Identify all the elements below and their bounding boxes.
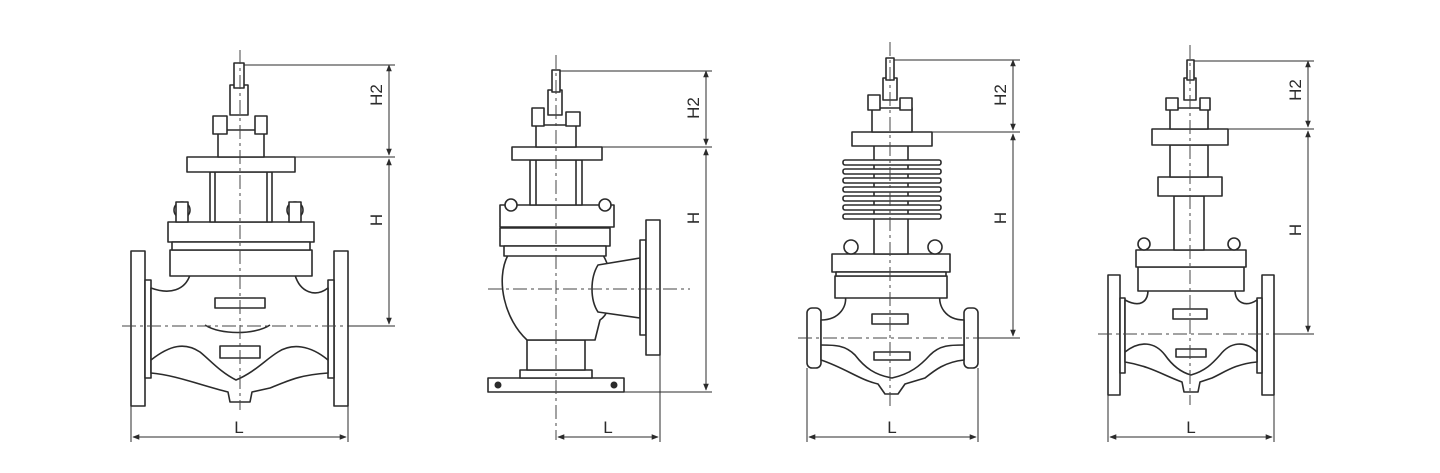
dimension-label-l: L — [234, 418, 243, 437]
dimension-label-h: H — [684, 212, 703, 224]
dimension-label-l: L — [887, 418, 896, 437]
dimension-label-l: L — [1186, 418, 1195, 437]
valve-view-1: H2 H L — [122, 50, 395, 442]
dimension-label-h2: H2 — [367, 84, 386, 106]
dimension-label-h: H — [367, 214, 386, 226]
dimension-label-h2: H2 — [991, 84, 1010, 106]
valve-view-2: H2 H L — [487, 55, 712, 442]
valve-view-4: H2 H L — [1098, 45, 1314, 442]
dimension-label-h: H — [1286, 224, 1305, 236]
cooling-fins — [842, 159, 942, 220]
valve-view-3: H2 H L — [798, 42, 1020, 442]
dimension-label-h2: H2 — [684, 97, 703, 119]
dimension-label-h: H — [991, 212, 1010, 224]
dimension-label-h2: H2 — [1286, 79, 1305, 101]
dimension-label-l: L — [603, 418, 612, 437]
